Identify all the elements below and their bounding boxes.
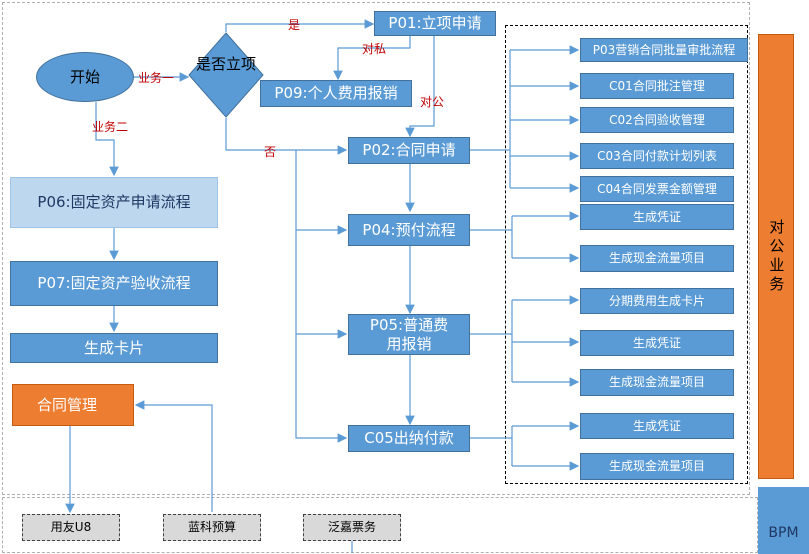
c05-voucher-node: 生成凭证 bbox=[580, 413, 734, 439]
c05-node: C05出纳付款 bbox=[348, 425, 470, 452]
p05-cash-node: 生成现金流量项目 bbox=[580, 369, 734, 396]
fanjia-ticket-system: 泛嘉票务 bbox=[303, 514, 401, 541]
edge-label-biz1: 业务一 bbox=[138, 71, 175, 85]
p07-node: P07:固定资产验收流程 bbox=[10, 261, 218, 306]
card-node: 生成卡片 bbox=[10, 333, 218, 363]
p04-cash-node: 生成现金流量项目 bbox=[580, 245, 734, 272]
c02-sub-node: C02合同验收管理 bbox=[580, 107, 734, 133]
edge-label-private: 对私 bbox=[362, 42, 387, 56]
c03-sub-node: C03合同付款计划列表 bbox=[580, 143, 734, 169]
u8-system: 用友U8 bbox=[22, 514, 120, 541]
corporate-dashed-frame bbox=[505, 25, 748, 484]
p05-node: P05:普通费用报销 bbox=[348, 314, 470, 355]
c05-cash-node: 生成现金流量项目 bbox=[580, 453, 734, 480]
p09-node: P09:个人费用报销 bbox=[260, 80, 412, 107]
c01-sub-node: C01合同批注管理 bbox=[580, 73, 734, 99]
bottom-dotted-frame bbox=[2, 497, 758, 553]
edge-label-biz2: 业务二 bbox=[92, 120, 129, 134]
start-node: 开始 bbox=[36, 52, 134, 102]
lanke-budget-system: 蓝科预算 bbox=[163, 514, 261, 541]
edge-label-yes: 是 bbox=[288, 18, 301, 32]
p05-voucher-node: 生成凭证 bbox=[580, 330, 734, 356]
decision-label: 是否立项 bbox=[196, 55, 257, 73]
p05-card-node: 分期费用生成卡片 bbox=[580, 288, 734, 314]
p01-node: P01:立项申请 bbox=[374, 11, 496, 36]
corporate-business-bar: 对公业务 bbox=[758, 34, 794, 479]
c04-sub-node: C04合同发票金额管理 bbox=[580, 176, 734, 202]
p02-node: P02:合同申请 bbox=[348, 137, 470, 164]
edge-label-public: 对公 bbox=[420, 95, 445, 109]
contract-mgmt-node: 合同管理 bbox=[12, 384, 134, 426]
p03-sub-node: P03营销合同批量审批流程 bbox=[580, 38, 748, 62]
decision-diamond-shape bbox=[188, 32, 264, 118]
corporate-business-label: 对公业务 bbox=[767, 218, 786, 295]
p04-node: P04:预付流程 bbox=[348, 214, 470, 246]
edge-label-no: 否 bbox=[264, 145, 277, 159]
p04-voucher-node: 生成凭证 bbox=[580, 204, 734, 230]
bpm-box: BPM bbox=[758, 487, 809, 554]
p06-node: P06:固定资产申请流程 bbox=[10, 177, 218, 228]
outer-dotted-frame bbox=[2, 2, 750, 495]
